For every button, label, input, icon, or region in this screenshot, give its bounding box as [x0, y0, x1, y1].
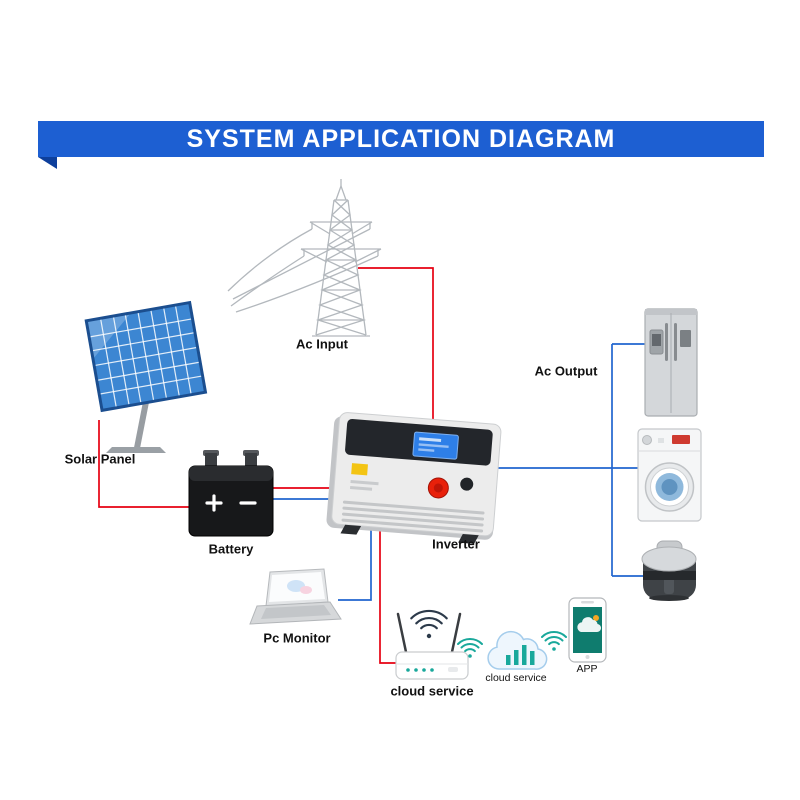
wifi-link-icon-left — [457, 638, 483, 658]
fridge-display — [680, 330, 691, 347]
warning-label-icon — [351, 463, 368, 476]
label-inverter: Inverter — [432, 536, 480, 552]
wifi-signal-icon — [410, 609, 448, 639]
inverter-vents — [341, 500, 485, 533]
cloud-signal-bars — [506, 645, 535, 665]
router-antenna-left — [396, 612, 408, 654]
wire-solar-to-battery — [98, 420, 190, 508]
rice-cooker-icon — [641, 540, 697, 601]
inverter-icon — [326, 412, 502, 544]
router-icon — [395, 609, 469, 680]
label-app: APP — [576, 663, 598, 675]
solar-panel-icon — [84, 300, 208, 453]
wires — [98, 267, 645, 664]
washer-display — [672, 435, 690, 444]
wire-laptop-to-inverter — [338, 528, 372, 601]
label-battery: Battery — [208, 541, 254, 557]
washing-machine-icon — [637, 428, 702, 522]
battery-terminal-marks — [205, 494, 257, 512]
label-ac-output: Ac Output — [534, 363, 598, 379]
label-solar-panel: Solar Panel — [64, 451, 136, 467]
phone-icon — [568, 597, 607, 663]
wire-ac-output-bus — [498, 343, 645, 577]
router-antenna-right — [450, 612, 462, 654]
label-router-cloud-service: cloud service — [390, 683, 474, 699]
page-title: SYSTEM APPLICATION DIAGRAM — [186, 124, 616, 153]
wire-inverter-to-router — [379, 530, 396, 664]
power-lines — [227, 228, 313, 292]
fridge-icon — [644, 308, 698, 417]
transmission-tower-icon — [227, 179, 382, 337]
wire-ac-input — [358, 267, 434, 420]
inverter-port — [460, 477, 474, 491]
laptop-icon — [249, 568, 342, 625]
label-pc-monitor: Pc Monitor — [263, 630, 331, 646]
label-ac-input: Ac Input — [296, 336, 348, 352]
cloud-icon — [487, 630, 548, 670]
title-banner: SYSTEM APPLICATION DIAGRAM — [38, 121, 764, 157]
label-cloud-service: cloud service — [485, 672, 547, 684]
wifi-link-icon-right — [541, 631, 567, 651]
battery-icon — [188, 450, 274, 537]
